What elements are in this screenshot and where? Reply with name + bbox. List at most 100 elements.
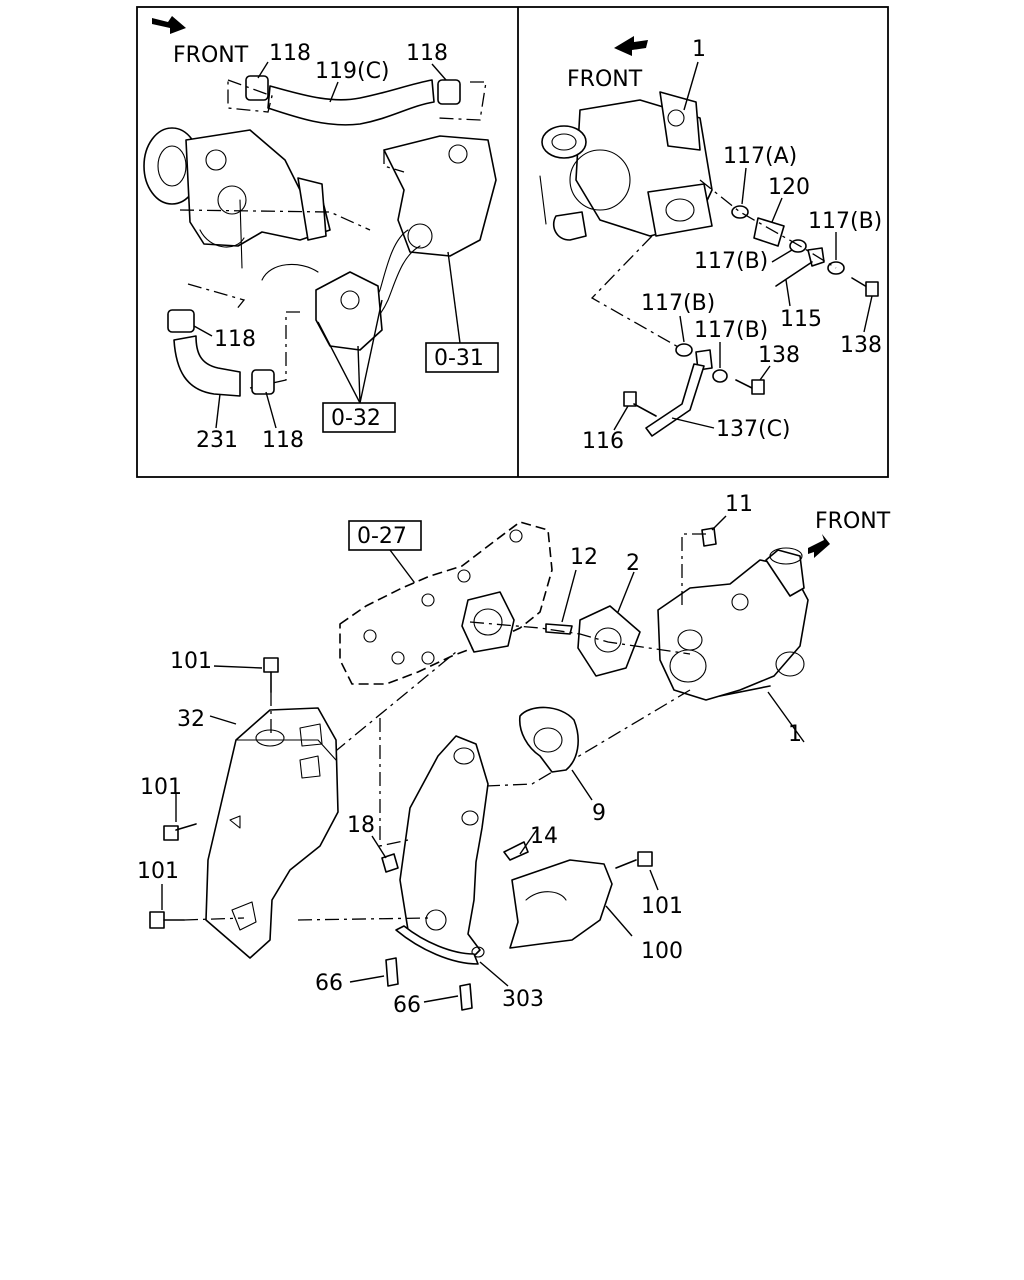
callout-66: 66 — [315, 971, 343, 996]
shield-slot — [229, 815, 241, 829]
leader-line — [265, 391, 277, 429]
pipe-flange — [395, 925, 479, 965]
manifold-hole — [391, 651, 405, 665]
wastegate — [775, 651, 805, 677]
install-line — [590, 235, 681, 349]
bolt-101 — [615, 859, 637, 869]
lower-housing — [315, 271, 383, 351]
manifold-hole — [509, 529, 523, 543]
washer-117b — [712, 369, 728, 383]
callout-9: 9 — [592, 801, 606, 826]
callout-120: 120 — [768, 175, 810, 200]
callout-12: 12 — [570, 545, 598, 570]
bolt-head — [751, 379, 765, 395]
leader-line — [561, 569, 577, 623]
pipe-hole — [453, 747, 475, 765]
flange-hole — [667, 109, 685, 127]
shield-tab — [299, 723, 323, 747]
hose-231 — [173, 335, 241, 397]
install-line — [187, 283, 246, 311]
front-label: FRONT — [815, 509, 891, 534]
nut-11 — [701, 527, 717, 547]
manifold-hole — [421, 593, 435, 607]
wastegate-actuator — [552, 211, 587, 241]
ref-box-label: 0-27 — [357, 524, 407, 549]
top-panels-frame — [136, 6, 889, 478]
gasket-9 — [518, 706, 579, 773]
exhaust-manifold-0-27 — [339, 521, 553, 685]
leader-line — [649, 869, 659, 891]
callout-118: 118 — [214, 327, 256, 352]
bolt-101-head — [149, 911, 165, 929]
bolt-101-head — [637, 851, 653, 867]
turbo-flange — [659, 91, 701, 151]
callout-11: 11 — [725, 492, 753, 517]
leader-line — [863, 295, 873, 333]
callout-117b: 117(B) — [694, 318, 768, 343]
leader-line — [357, 345, 361, 404]
flange-bore — [665, 198, 695, 222]
callout-2: 2 — [626, 551, 640, 576]
callout-118: 118 — [262, 428, 304, 453]
leader-line — [359, 299, 383, 404]
callout-101: 101 — [170, 649, 212, 674]
leader-line — [785, 279, 791, 307]
leader-line — [571, 769, 593, 801]
stud-14 — [503, 841, 529, 861]
ref-box-0-32 — [322, 402, 396, 433]
turbo-outlet — [541, 125, 587, 159]
install-line — [183, 917, 245, 921]
callout-138: 138 — [840, 333, 882, 358]
leader-line — [213, 665, 263, 669]
manifold-hole — [363, 629, 377, 643]
callout-1: 1 — [692, 37, 706, 62]
leader-line — [771, 249, 793, 263]
front-arrow-icon — [152, 16, 186, 34]
stud-12 — [545, 623, 573, 635]
pipe-hole — [461, 810, 479, 826]
callout-137c: 137(C) — [716, 417, 791, 442]
leader-line — [349, 975, 385, 983]
leader-line — [617, 571, 635, 613]
bracket — [297, 177, 327, 241]
install-line — [297, 917, 429, 921]
pump-port — [448, 144, 468, 164]
pipe-hole — [471, 946, 485, 958]
pipe-hole — [425, 909, 447, 931]
bottom-assembly: FRONT 0-27 12 2 1 — [137, 492, 891, 1018]
leader-line — [613, 405, 629, 431]
callout-117a: 117(A) — [723, 144, 797, 169]
leader-line — [329, 81, 339, 103]
manifold-hole — [421, 651, 435, 665]
turbo-port — [217, 185, 247, 215]
leader-line — [519, 827, 539, 855]
stud-66 — [385, 957, 399, 987]
bolt-116 — [633, 403, 657, 417]
front-arrow-icon — [614, 36, 648, 56]
outlet-bore — [769, 547, 803, 565]
union-120 — [753, 217, 785, 247]
manifold-hole — [457, 569, 471, 583]
clamp-118 — [245, 75, 269, 101]
top-left-panel: FRONT 118 — [143, 16, 499, 453]
shield-tab — [299, 755, 321, 779]
front-label: FRONT — [173, 43, 249, 68]
callout-138: 138 — [758, 343, 800, 368]
callout-118: 118 — [269, 41, 311, 66]
hose-119c — [267, 79, 435, 126]
leader-line — [317, 321, 361, 404]
callout-117b: 117(B) — [808, 209, 882, 234]
turbo-port — [731, 593, 749, 611]
washer-117b — [675, 343, 693, 357]
leader-line — [371, 835, 387, 859]
install-line — [227, 79, 273, 113]
callout-32: 32 — [177, 707, 205, 732]
compressor-wheel — [569, 149, 631, 211]
leader-line — [209, 715, 237, 725]
install-line — [383, 150, 405, 173]
pipe-137c — [645, 363, 705, 437]
callout-100: 100 — [641, 939, 683, 964]
leader-line — [711, 515, 727, 531]
clamp-118 — [167, 309, 195, 333]
turbo-inlet — [157, 145, 187, 187]
